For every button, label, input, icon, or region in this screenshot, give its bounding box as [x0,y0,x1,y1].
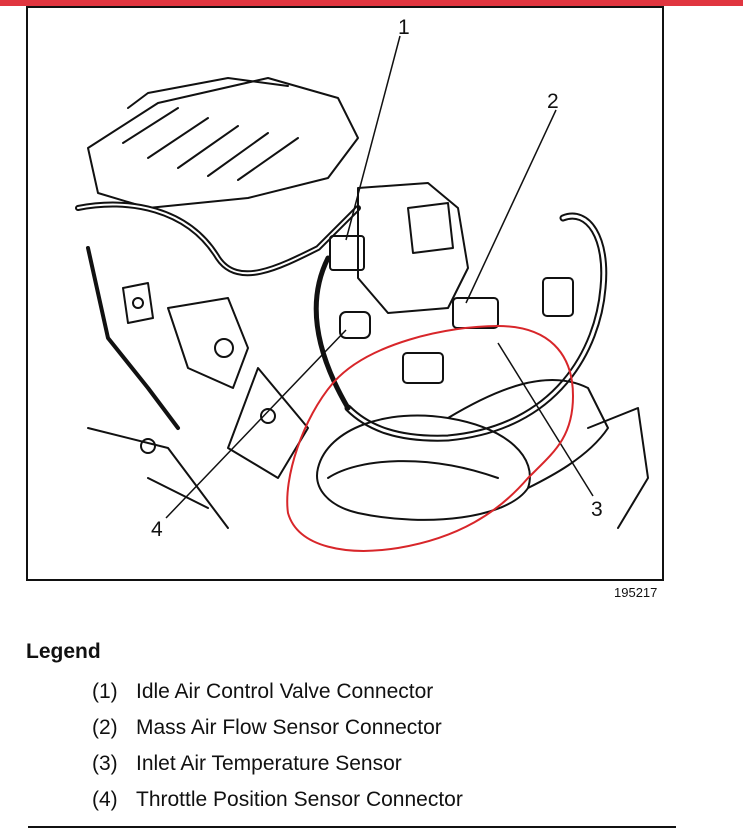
callout-4: 4 [151,518,163,541]
legend-item-label: Mass Air Flow Sensor Connector [136,716,442,739]
legend-item-label: Idle Air Control Valve Connector [136,680,434,703]
intake-manifold [87,77,359,209]
leader-line-4 [165,329,347,519]
legend-item-number: (3) [92,752,118,775]
top-accent-bar [0,0,743,6]
legend-item-label: Inlet Air Temperature Sensor [136,752,402,775]
legend-item: (2) Mass Air Flow Sensor Connector [92,710,463,746]
callout-2: 2 [547,90,559,113]
legend-item: (1) Idle Air Control Valve Connector [92,674,463,710]
leader-line-3 [497,342,594,497]
legend-list: (1) Idle Air Control Valve Connector (2) M… [92,674,463,818]
tps-connector [339,311,371,339]
legend-item-number: (1) [92,680,118,703]
legend-title: Legend [26,640,101,663]
highlight-circle [286,324,575,552]
legend-item-number: (2) [92,716,118,739]
engine-diagram-figure: 1 2 3 4 [26,6,664,581]
legend-item: (4) Throttle Position Sensor Connector [92,782,463,818]
figure-id: 195217 [614,585,658,600]
leader-line-1 [345,35,401,241]
mounting-bracket [167,297,249,389]
legend-item-number: (4) [92,788,118,811]
leader-line-2 [465,109,557,304]
callout-3: 3 [591,498,603,521]
callout-1: 1 [398,16,410,39]
maf-connector [452,297,499,329]
legend-item: (3) Inlet Air Temperature Sensor [92,746,463,782]
bottom-divider [28,826,676,828]
legend-item-label: Throttle Position Sensor Connector [136,788,463,811]
engine-line-art [75,35,649,552]
throttle-body [357,182,469,314]
wiring-harness-left [75,201,361,277]
